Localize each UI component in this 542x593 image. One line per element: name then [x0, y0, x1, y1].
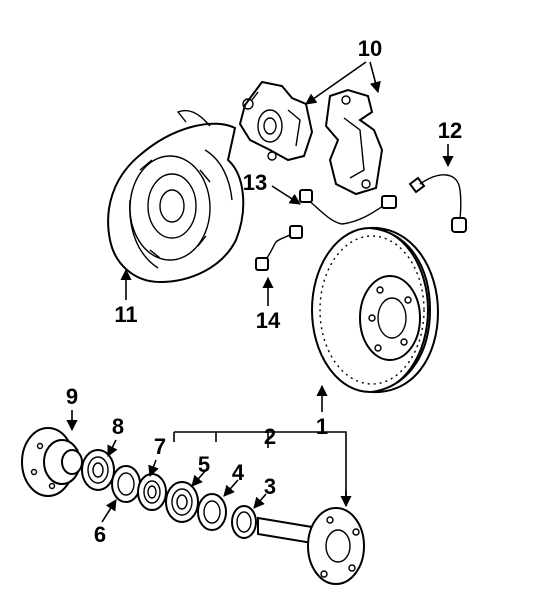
bearing-5	[165, 481, 199, 523]
callout-labels: 10 12 13 11 14 1 9 8 7 2 5 4 3 6	[66, 36, 462, 547]
brake-line	[299, 189, 397, 225]
brake-caliper	[238, 80, 314, 162]
caliper-bracket	[324, 88, 384, 196]
callout-4: 4	[232, 460, 245, 485]
leader-lines	[66, 61, 454, 523]
callout-8: 8	[112, 414, 124, 439]
callout-9: 9	[66, 384, 78, 409]
axle-shaft	[257, 507, 365, 585]
spacer-6	[111, 465, 141, 503]
seal-4	[197, 493, 227, 531]
callout-6: 6	[94, 522, 106, 547]
callout-13: 13	[243, 170, 267, 195]
callout-2: 2	[264, 424, 276, 449]
brake-hose	[408, 174, 467, 233]
callout-5: 5	[198, 452, 210, 477]
callout-12: 12	[438, 118, 462, 143]
callout-14: 14	[256, 308, 281, 333]
bearing-7	[137, 473, 167, 511]
brake-hose-short	[255, 225, 303, 271]
brake-rotor	[311, 226, 440, 394]
callout-11: 11	[114, 302, 137, 327]
retainer-3	[231, 505, 257, 539]
callout-1: 1	[316, 414, 328, 439]
bearing-8	[81, 449, 115, 491]
hub-flange	[21, 427, 83, 497]
callout-10: 10	[358, 36, 382, 61]
backing-plate	[107, 109, 245, 284]
callout-3: 3	[264, 474, 276, 499]
callout-7: 7	[154, 434, 166, 459]
